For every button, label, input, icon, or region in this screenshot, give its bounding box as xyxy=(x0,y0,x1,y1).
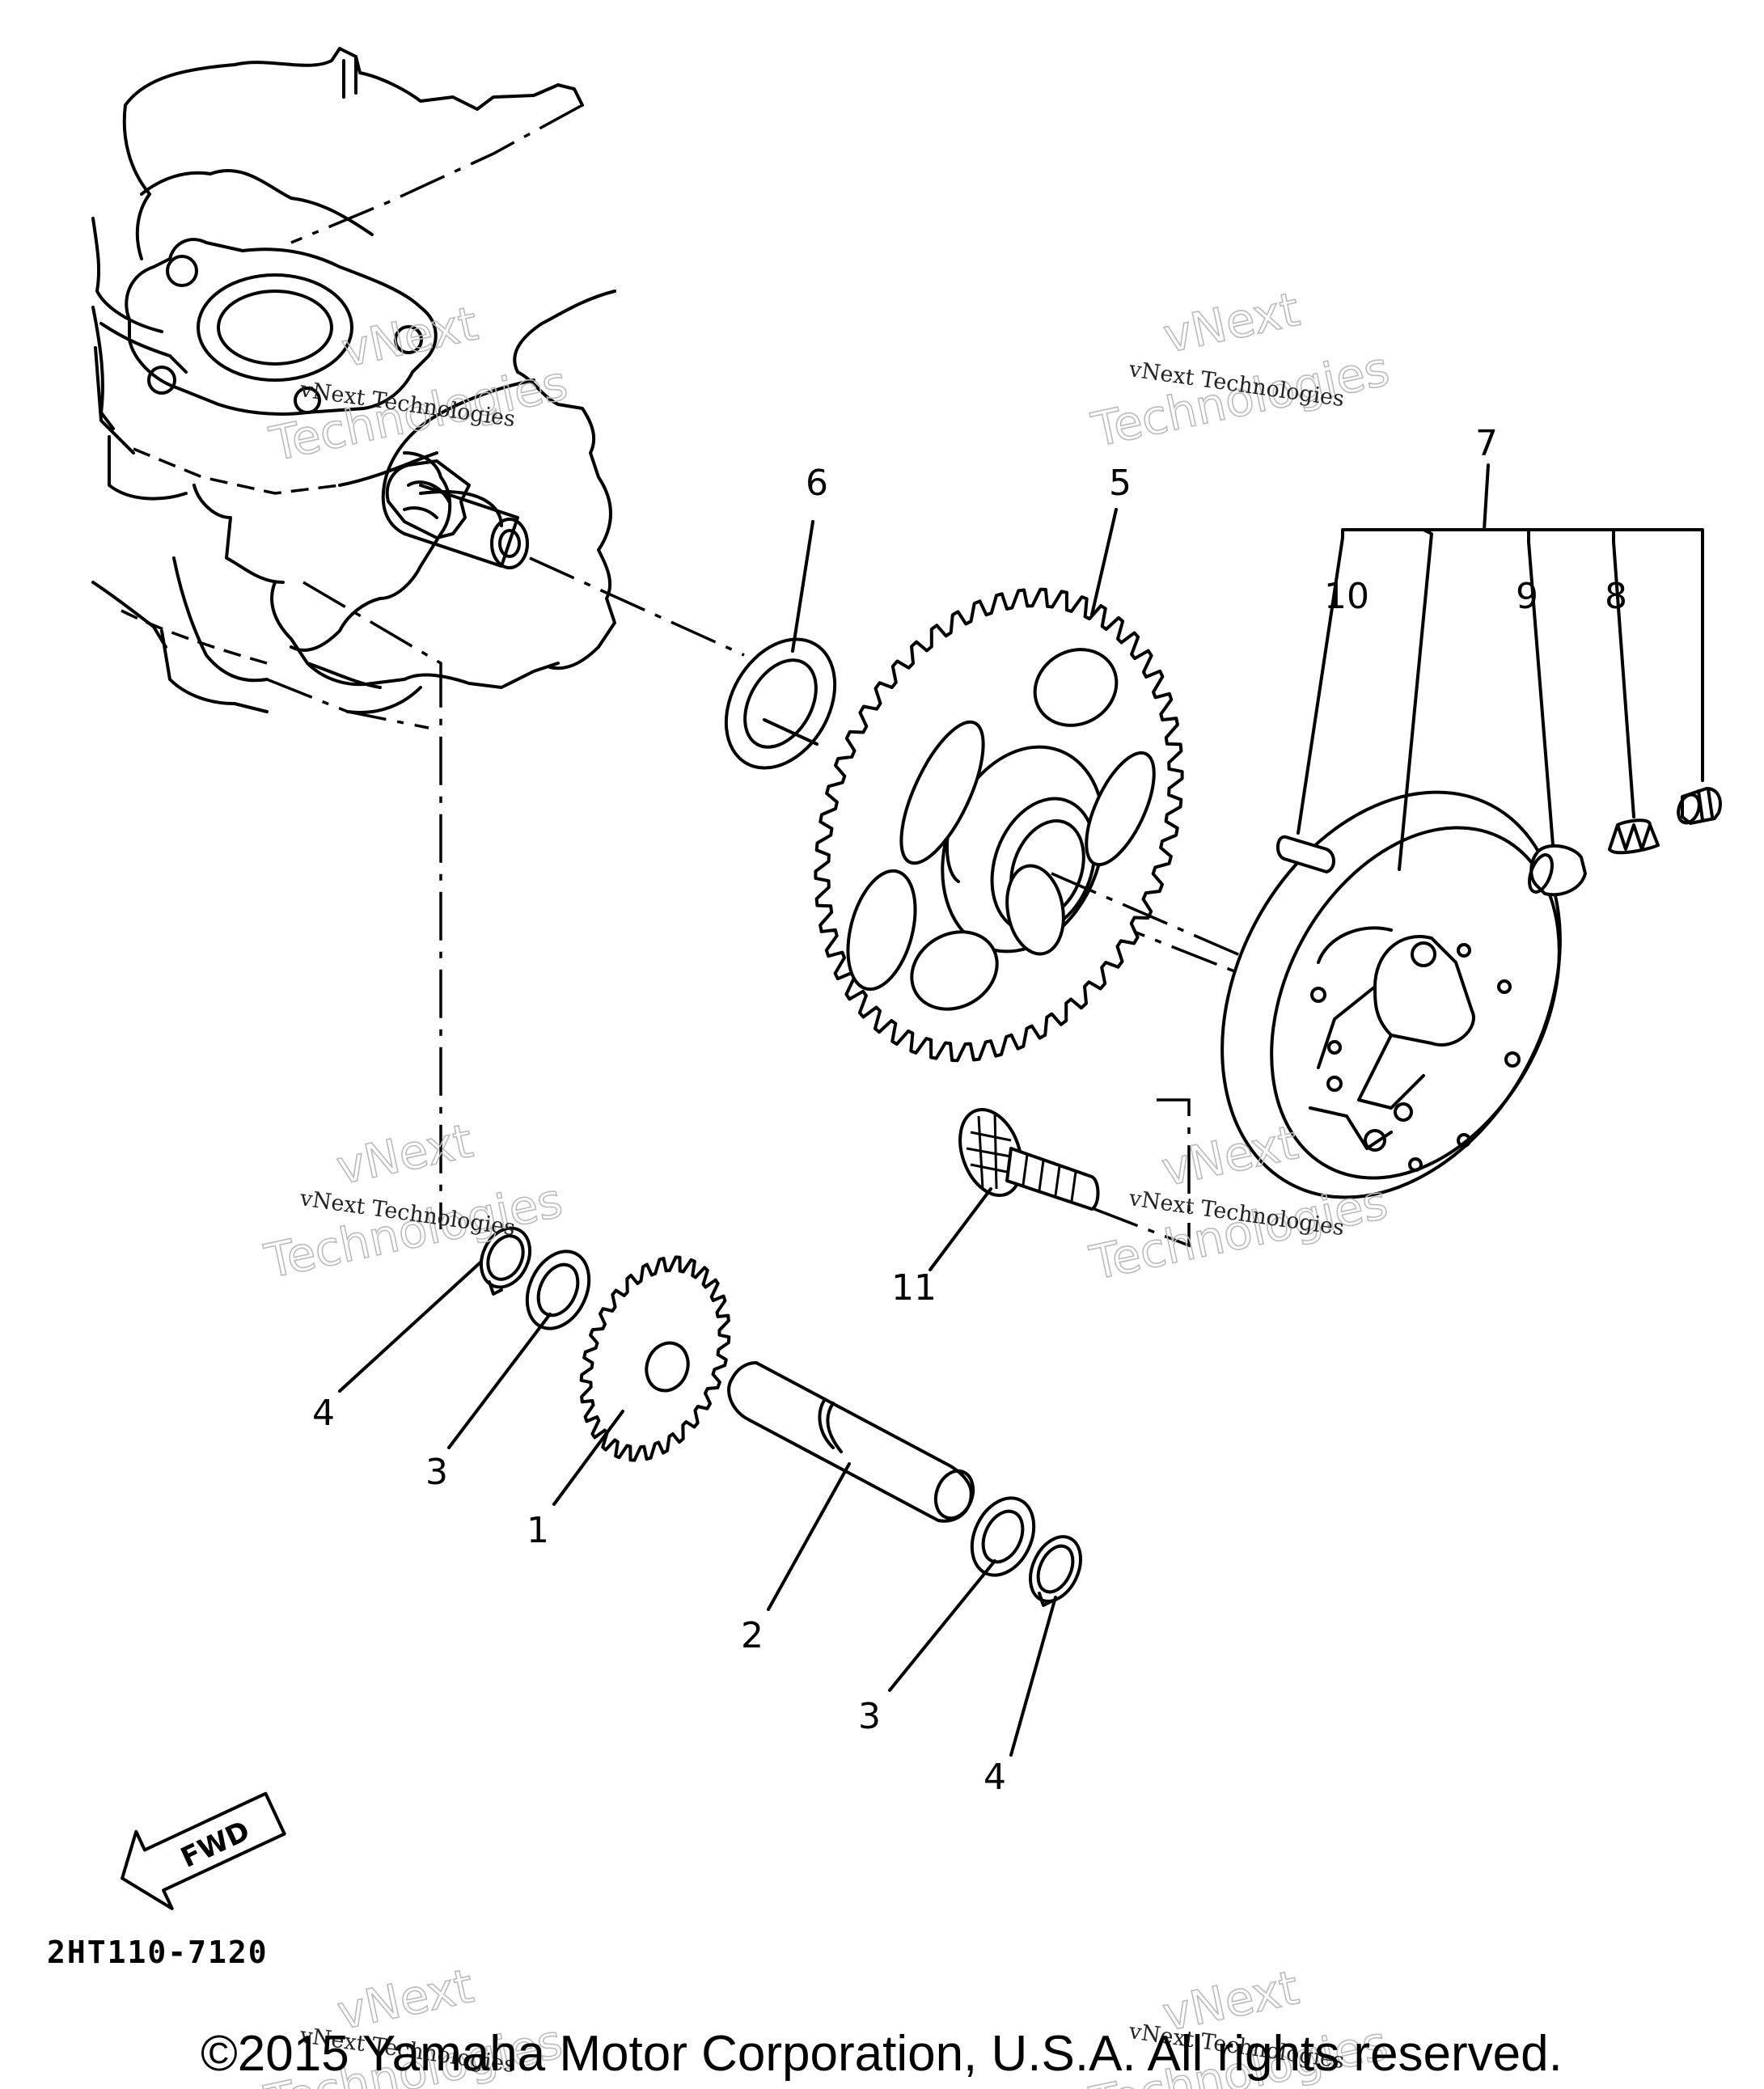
callout-5: 5 xyxy=(1109,463,1132,504)
watermark-line1: vNext xyxy=(332,1113,477,1195)
gear-teeth-outline xyxy=(579,1255,731,1462)
part-7-cap xyxy=(1677,787,1722,825)
callout-10: 10 xyxy=(1324,576,1369,617)
watermark-6: vNext Technologies xyxy=(1085,1959,1393,2089)
part-1-idle-gear xyxy=(579,1255,731,1462)
callout-11: 11 xyxy=(891,1267,937,1309)
part-10-pin xyxy=(1276,835,1335,873)
callout-4-right: 4 xyxy=(984,1757,1006,1798)
callout-4-left: 4 xyxy=(312,1393,335,1434)
part-3-washer-left xyxy=(525,1250,591,1330)
part-7-starter-clutch-assembly xyxy=(1220,790,1562,1199)
watermark-line1: vNext xyxy=(1157,1114,1303,1197)
part-4-circlip-right xyxy=(1029,1535,1082,1607)
copyright-notice: ©2015 Yamaha Motor Corporation, U.S.A. A… xyxy=(201,2026,1563,2082)
part-5-starter-wheel-gear xyxy=(814,587,1295,1063)
leader-lines xyxy=(338,463,1704,1757)
callout-2: 2 xyxy=(741,1615,764,1656)
engine-case-outline xyxy=(91,47,616,729)
part-6-washer xyxy=(724,637,837,770)
callout-1: 1 xyxy=(527,1510,549,1551)
watermark-line1: vNext xyxy=(1159,281,1305,364)
callout-7: 7 xyxy=(1475,423,1498,464)
callout-3-left: 3 xyxy=(425,1452,448,1493)
callout-8: 8 xyxy=(1605,576,1627,617)
fwd-arrow-icon: FWD xyxy=(121,1791,286,1910)
part-4-circlip-left xyxy=(479,1226,532,1296)
part-11-bolt xyxy=(958,1107,1100,1211)
watermark-line1: vNext xyxy=(337,296,483,378)
callout-6: 6 xyxy=(806,463,828,504)
part-2-shaft xyxy=(727,1361,975,1523)
watermark-2: vNext Technologies xyxy=(1086,281,1394,458)
part-9-roller xyxy=(1528,844,1587,897)
part-8-spring xyxy=(1608,818,1660,855)
callout-9: 9 xyxy=(1516,576,1538,617)
callout-numbers: 6 5 7 10 9 8 11 4 3 1 2 3 4 xyxy=(312,423,1627,1798)
diagram-code: 2HT110-7120 xyxy=(47,1935,269,1970)
callout-3-right: 3 xyxy=(858,1696,881,1737)
